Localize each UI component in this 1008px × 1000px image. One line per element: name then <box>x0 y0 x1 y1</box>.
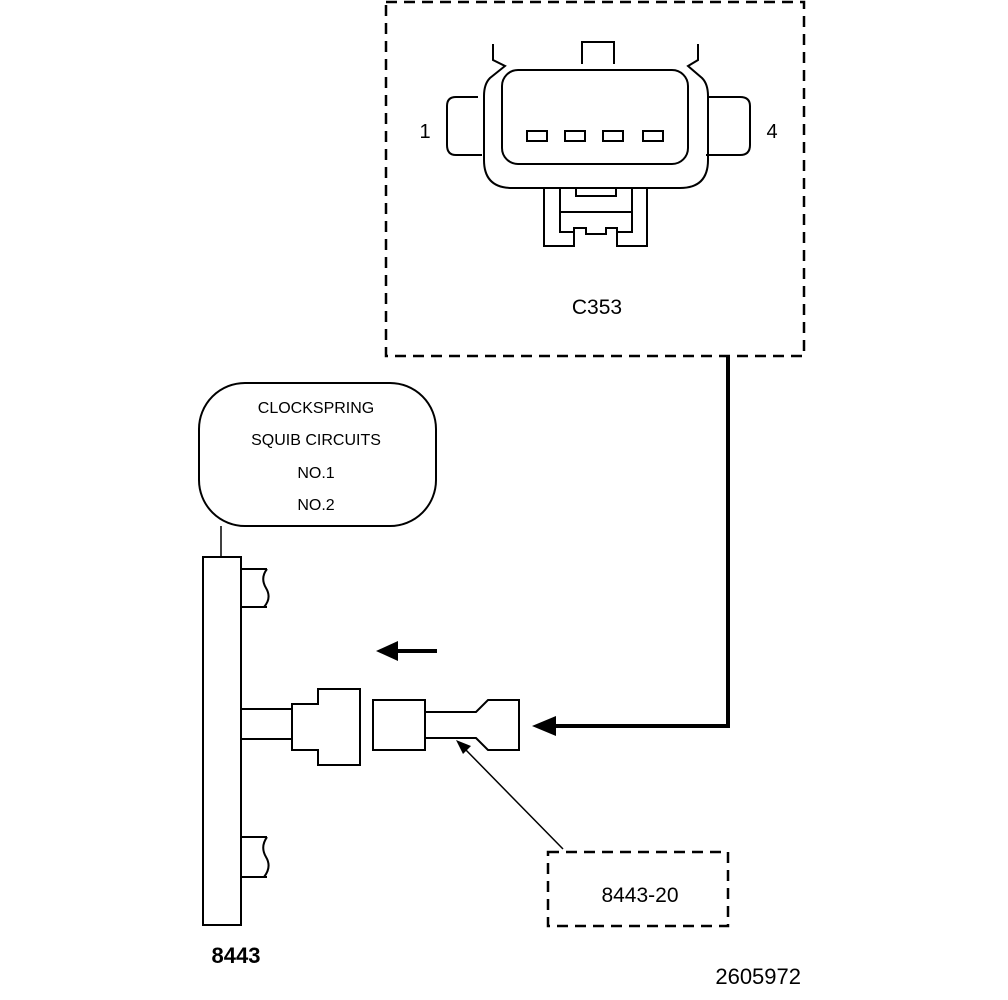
callout-line-1: CLOCKSPRING <box>258 400 374 417</box>
pin-1-label: 1 <box>419 121 430 143</box>
adapter-label: 8443-20 <box>601 884 678 907</box>
direction-left-arrow <box>376 641 437 661</box>
adapter-leader <box>456 740 564 850</box>
tool-plug <box>291 688 361 766</box>
callout-line-4: NO.2 <box>297 497 334 514</box>
figure-number: 2605972 <box>715 964 801 989</box>
callout-line-2: SQUIB CIRCUITS <box>251 432 381 449</box>
connector-id-label: C353 <box>572 296 622 319</box>
pin-4-label: 4 <box>766 121 777 143</box>
tool-8443-body <box>202 556 292 926</box>
connector-detail-box: 1 4 C353 <box>384 0 806 358</box>
clockspring-callout: CLOCKSPRING SQUIB CIRCUITS NO.1 NO.2 <box>198 382 437 527</box>
connector-c353-icon <box>446 41 751 247</box>
callout-line-3: NO.1 <box>297 465 334 482</box>
connector-leader-arrow <box>532 356 730 736</box>
adapter-8443-20 <box>372 699 520 751</box>
tool-main-label: 8443 <box>212 943 261 968</box>
adapter-label-box: 8443-20 <box>546 850 730 928</box>
